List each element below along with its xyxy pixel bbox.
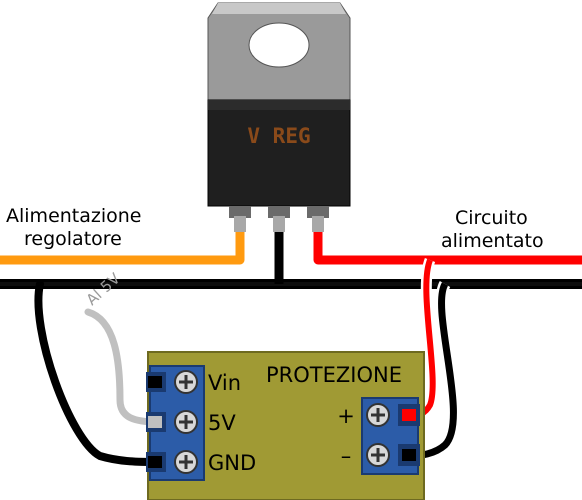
voltage-regulator: V REG [207, 2, 351, 232]
output-wire [313, 230, 582, 265]
pin-label-gnd: GND [208, 451, 256, 475]
left-terminal-block [146, 365, 205, 481]
load-label-line2: alimentato [441, 230, 544, 252]
minus-label: – [341, 444, 352, 468]
screw-icon [366, 403, 390, 427]
pin-label-5v: 5V [208, 411, 236, 435]
plus-label: + [337, 404, 355, 428]
board-title: PROTEZIONE [266, 363, 402, 387]
mounting-hole-icon [248, 22, 310, 68]
supply-label-line2: regolatore [24, 228, 122, 250]
protection-board: PROTEZIONE [146, 351, 425, 500]
regulator-marking: V REG [247, 124, 310, 148]
screw-icon [174, 370, 198, 394]
supply-wire [0, 230, 245, 265]
pin-label-vin: Vin [208, 371, 241, 395]
gnd-wire [34, 280, 162, 466]
to-5v-wire [84, 308, 162, 426]
supply-label-line1: Alimentazione [6, 205, 142, 227]
right-terminal-block [361, 397, 420, 475]
screw-icon [366, 443, 390, 467]
load-label-line1: Circuito [455, 207, 528, 229]
screw-icon [174, 450, 198, 474]
regulator-legs [229, 206, 329, 232]
screw-icon [174, 410, 198, 434]
